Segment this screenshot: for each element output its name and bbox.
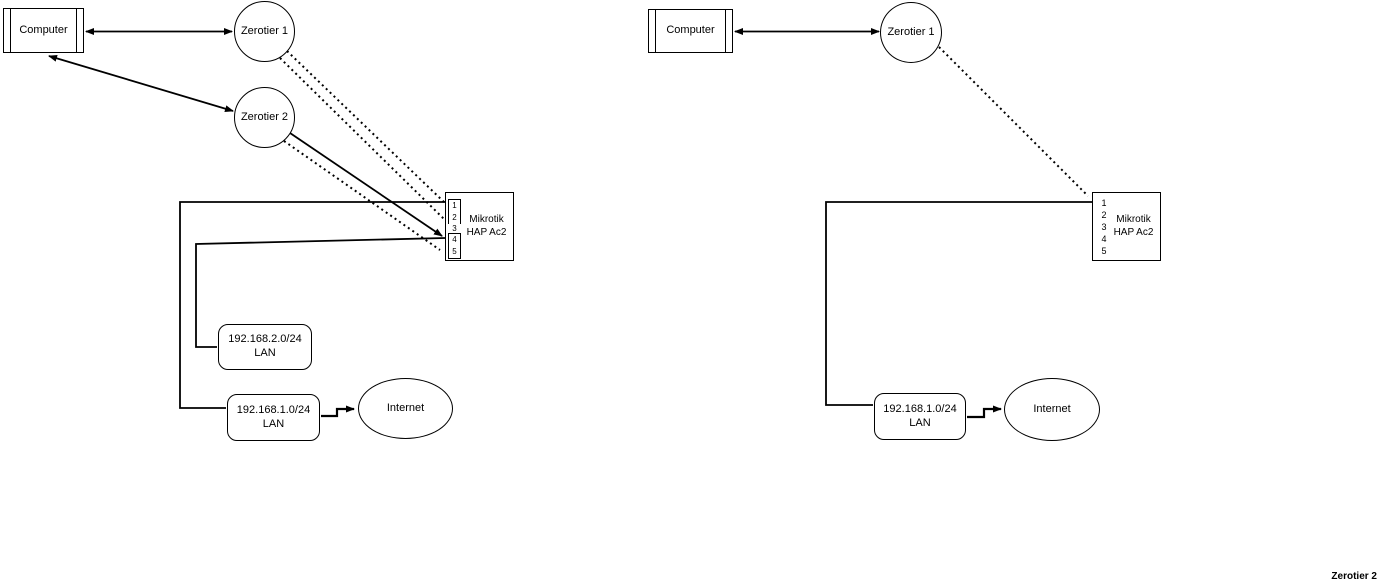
link-left-zerotier2-router	[289, 132, 443, 237]
link-right-router-lan1	[825, 201, 1092, 406]
left-router-port-1: 1	[452, 201, 457, 210]
computer-side-bars	[10, 9, 77, 52]
link-left-router-lan1	[179, 201, 445, 409]
left-router-port-2: 2	[452, 213, 457, 222]
tunnel-left-zerotier1-router-b	[279, 57, 445, 220]
right-router-port-2: 2	[1101, 210, 1107, 220]
right-computer-label: Computer	[666, 24, 715, 37]
left-router-port-4: 4	[452, 235, 457, 244]
left-router-label: Mikrotik HAP Ac2	[461, 193, 512, 260]
right-router-label: Mikrotik HAP Ac2	[1108, 193, 1159, 260]
right-zerotier1-node: Zerotier 1	[880, 2, 942, 63]
left-zerotier2-node: Zerotier 2	[234, 87, 295, 148]
left-lan1-node: 192.168.1.0/24 LAN	[227, 394, 320, 441]
tunnel-right-zerotier1-router	[938, 46, 1089, 197]
page-caption: Zerotier 2	[1331, 571, 1377, 582]
left-router-label-line1: Mikrotik	[469, 214, 504, 225]
left-zerotier2-label: Zerotier 2	[240, 110, 289, 123]
right-router-port-4: 4	[1101, 234, 1107, 244]
right-router-port-3: 3	[1101, 222, 1107, 232]
right-router-label-line1: Mikrotik	[1116, 214, 1151, 225]
left-lan1-label: LAN	[262, 417, 285, 430]
left-zerotier1-node: Zerotier 1	[234, 1, 295, 62]
right-router-port-5: 5	[1101, 246, 1107, 256]
right-router-port-1: 1	[1101, 198, 1107, 208]
tunnel-left-zerotier2-router	[283, 140, 441, 251]
left-router-port-3: 3	[448, 224, 461, 233]
link-left-lan1-internet	[321, 405, 355, 418]
right-lan1-subnet: 192.168.1.0/24	[883, 402, 957, 415]
left-computer-node: Computer	[3, 8, 84, 53]
left-router-portgroup-12: 1 2	[448, 199, 461, 225]
link-left-computer-zerotier2	[48, 54, 234, 113]
left-router-label-line2: HAP Ac2	[466, 226, 507, 238]
left-lan2-label: LAN	[254, 347, 276, 359]
link-left-router-lan2	[195, 237, 446, 348]
computer-side-bars	[655, 10, 726, 52]
right-router-ports: 1 2 3 4 5	[1098, 197, 1110, 257]
left-internet-node: Internet	[358, 378, 453, 439]
left-zerotier1-label: Zerotier 1	[240, 24, 289, 37]
right-computer-node: Computer	[648, 9, 733, 53]
right-lan1-node: 192.168.1.0/24 LAN	[874, 393, 966, 440]
left-lan2-node: 192.168.2.0/24 LAN	[218, 324, 312, 370]
left-lan1-subnet: 192.168.1.0/24	[236, 403, 311, 416]
link-right-lan1-internet	[967, 405, 1002, 419]
right-lan1-label: LAN	[909, 416, 931, 429]
left-router-port-5: 5	[452, 247, 457, 256]
right-zerotier1-label: Zerotier 1	[887, 25, 935, 38]
left-router-node: 1 2 3 4 5 Mikrotik HAP Ac2	[445, 192, 514, 261]
right-internet-label: Internet	[1033, 402, 1071, 415]
left-lan2-subnet: 192.168.2.0/24	[228, 333, 302, 346]
left-computer-label: Computer	[19, 23, 68, 36]
tunnel-left-zerotier1-router-a	[286, 50, 446, 204]
left-internet-label: Internet	[386, 401, 425, 414]
right-router-label-line2: HAP Ac2	[1113, 226, 1154, 238]
left-router-portgroup-45: 4 5	[448, 233, 461, 259]
right-internet-node: Internet	[1004, 378, 1100, 441]
right-router-node: 1 2 3 4 5 Mikrotik HAP Ac2	[1092, 192, 1161, 261]
